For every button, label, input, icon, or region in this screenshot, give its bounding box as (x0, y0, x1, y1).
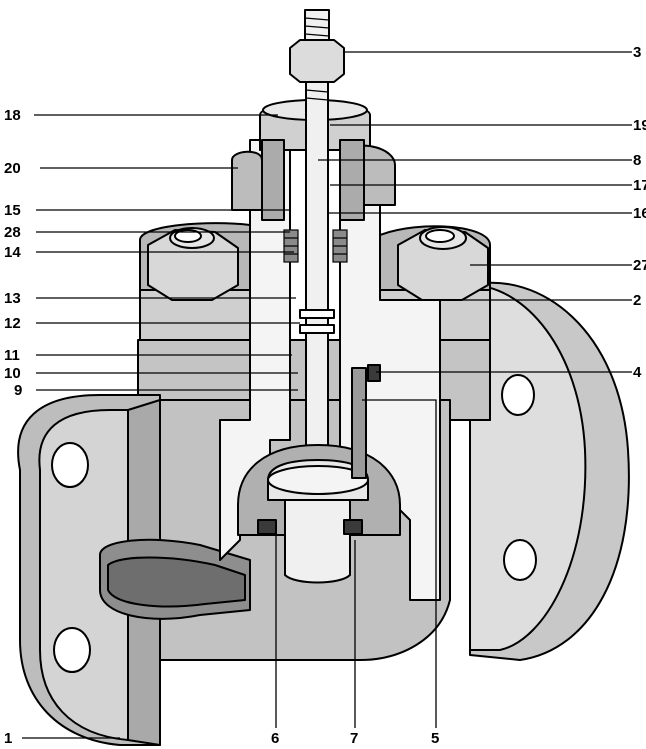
label-13: 13 (4, 290, 21, 307)
label-12: 12 (4, 315, 21, 332)
part-labels: 3 19 8 17 16 27 2 4 18 20 15 28 14 13 12… (4, 44, 646, 747)
right-flange (469, 281, 630, 661)
label-18: 18 (4, 107, 21, 124)
flange-bolt-hole (53, 627, 91, 673)
bonnet-nut-right (397, 226, 489, 301)
label-6: 6 (271, 730, 279, 747)
label-14: 14 (4, 244, 21, 261)
label-9: 9 (14, 382, 22, 399)
flange-bolt-hole (51, 442, 89, 488)
leader-5 (362, 399, 437, 728)
label-1: 1 (4, 730, 12, 747)
label-4: 4 (633, 364, 642, 381)
valve-plug-and-seat (237, 364, 401, 584)
label-27: 27 (633, 257, 646, 274)
label-15: 15 (4, 202, 21, 219)
label-11: 11 (4, 347, 20, 364)
label-7: 7 (350, 730, 358, 747)
label-5: 5 (431, 730, 439, 747)
flange-bolt-hole (501, 374, 535, 416)
label-19: 19 (633, 117, 646, 134)
label-20: 20 (4, 160, 21, 177)
label-10: 10 (4, 365, 21, 382)
leader-lines (22, 51, 632, 739)
valve-stem (289, 9, 345, 463)
label-28: 28 (4, 224, 21, 241)
flange-bolt-hole (503, 539, 537, 581)
label-17: 17 (633, 177, 646, 194)
bonnet-nut-left (147, 227, 239, 301)
label-8: 8 (633, 152, 641, 169)
label-3: 3 (633, 44, 641, 61)
label-16: 16 (633, 205, 646, 222)
label-2: 2 (633, 292, 641, 309)
